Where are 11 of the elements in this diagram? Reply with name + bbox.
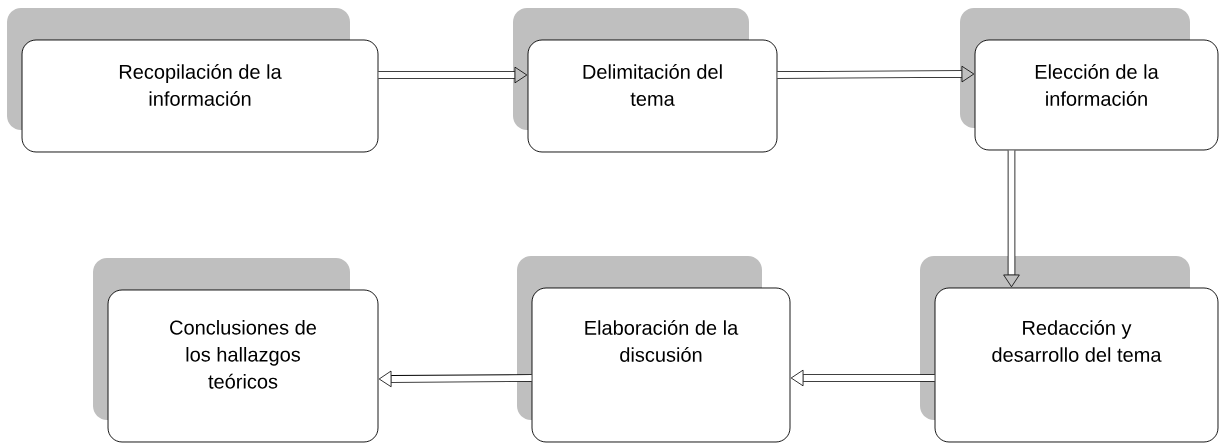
arrow [790,369,935,387]
process-box: Conclusiones de los hallazgos teóricos [93,258,379,443]
arrow [378,66,528,84]
arrow [378,370,532,388]
process-box: Elección de la información [960,8,1219,151]
arrow [1003,150,1020,288]
process-box: Elaboración de la discusión [517,256,791,443]
process-box: Recopilación de la información [7,8,379,153]
arrow [777,65,975,83]
process-box: Delimitación del tema [513,8,778,153]
process-box: Redacción y desarrollo del tema [920,256,1219,443]
